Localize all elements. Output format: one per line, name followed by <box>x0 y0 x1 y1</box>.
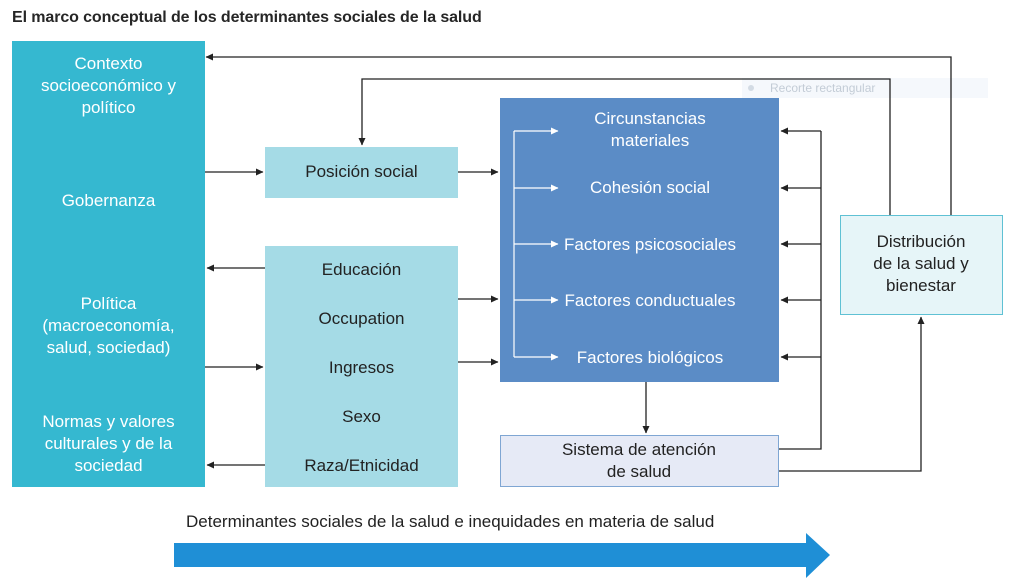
social-position-box: Posición social <box>265 147 458 198</box>
feedback-arrow-to-social-position <box>358 78 891 215</box>
intermediary-item-psychosocial: Factores psicosociales <box>564 235 736 254</box>
context-item-governance: Gobernanza <box>61 191 156 210</box>
bracket-health-system-feedback <box>779 131 822 450</box>
arrow-health-system-to-distribution <box>779 316 925 472</box>
context-item-policy: Política (macroeconomía, salud, sociedad… <box>42 294 175 357</box>
distribution-label: Distribución de la salud y bienestar <box>873 232 969 295</box>
intermediary-item-material: Circunstancias materiales <box>594 109 706 150</box>
big-blue-arrow <box>174 533 830 578</box>
structural-item-occupation: Occupation <box>318 309 405 328</box>
health-system-label: Sistema de atención de salud <box>561 440 717 481</box>
context-item-socioeconomic: Contexto socioeconómico y político <box>40 54 177 117</box>
intermediary-box: Circunstancias materiales Cohesión socia… <box>500 98 779 382</box>
feedback-arrow-to-context <box>205 53 952 215</box>
structural-item-income: Ingresos <box>328 358 395 377</box>
structural-item-education: Educación <box>321 260 402 279</box>
social-position-label: Posición social <box>305 162 418 181</box>
bottom-arrow-label: Determinantes sociales de la salud e ine… <box>186 512 715 531</box>
context-box: Contexto socioeconómico y político Gober… <box>12 41 205 487</box>
intermediary-item-biological: Factores biológicos <box>576 348 724 367</box>
snip-overlay-label: Recorte rectangular <box>770 81 876 95</box>
structural-box: Educación Occupation Ingresos Sexo Raza/… <box>265 246 458 487</box>
record-dot-icon <box>748 85 754 91</box>
health-system-box: Sistema de atención de salud <box>500 435 779 487</box>
context-item-cultural-norms: Normas y valores culturales y de la soci… <box>42 412 175 475</box>
distribution-box: Distribución de la salud y bienestar <box>840 215 1003 315</box>
structural-item-ethnicity: Raza/Etnicidad <box>304 456 419 475</box>
diagram-title: El marco conceptual de los determinantes… <box>12 9 482 26</box>
structural-item-sex: Sexo <box>342 407 381 426</box>
intermediary-item-cohesion: Cohesión social <box>589 178 710 197</box>
snip-overlay: Recorte rectangular <box>742 78 988 98</box>
intermediary-item-behavioral: Factores conductuales <box>564 291 736 310</box>
